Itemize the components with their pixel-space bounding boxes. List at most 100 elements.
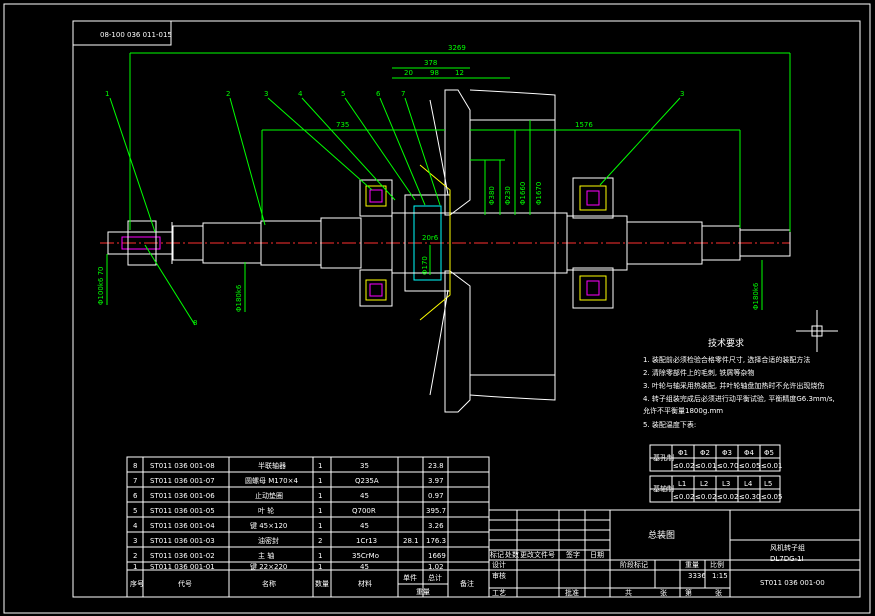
title-product: 风机转子组 bbox=[770, 543, 805, 552]
svg-text:ST011 036 001-08: ST011 036 001-08 bbox=[150, 462, 215, 470]
svg-text:油密封: 油密封 bbox=[258, 536, 279, 545]
tech-req-item-6: 5. 装配温度下表: bbox=[643, 420, 696, 429]
svg-text:序号: 序号 bbox=[130, 579, 144, 588]
tech-req-item-2: 2. 清除零部件上的毛刺, 铁屑等杂物 bbox=[643, 368, 754, 377]
svg-text:1: 1 bbox=[318, 552, 322, 560]
svg-text:重量: 重量 bbox=[685, 561, 699, 569]
fit-r1-v3: ≤0.70 bbox=[717, 462, 738, 470]
title-product-code: DL7DG-1I bbox=[770, 555, 804, 563]
dim-hub-note: 20r6 bbox=[422, 234, 439, 242]
title-drawing-no: ST011 036 001-00 bbox=[760, 579, 825, 587]
svg-text:圆螺母 M170×4: 圆螺母 M170×4 bbox=[245, 476, 298, 485]
callout-2: 2 bbox=[226, 90, 230, 98]
fit-table: 基孔制 Φ1 Φ2 Φ3 Φ4 Φ5 ≤0.02 ≤0.01 ≤0.70 ≤0.… bbox=[649, 444, 782, 503]
callout-3: 3 bbox=[264, 90, 268, 98]
svg-text:7: 7 bbox=[133, 477, 137, 485]
dim-dia-hub4: Φ1670 bbox=[535, 182, 543, 205]
bom-row-1: 1 ST011 036 001-01 键 22×220 1 45 1.02 bbox=[133, 562, 444, 571]
fit-r1-h2: Φ2 bbox=[700, 449, 710, 457]
bom-row-7: 7 ST011 036 001-07 圆螺母 M170×4 1 Q235A 3.… bbox=[133, 476, 444, 485]
svg-text:1: 1 bbox=[318, 507, 322, 515]
dim-overall: 3269 bbox=[448, 44, 466, 52]
title-scale: 1:15 bbox=[712, 572, 728, 580]
svg-text:张: 张 bbox=[660, 588, 667, 597]
svg-text:45: 45 bbox=[360, 563, 369, 571]
fit-r2-v2: ≤0.02 bbox=[695, 493, 716, 501]
svg-text:5: 5 bbox=[133, 507, 137, 515]
svg-text:批准: 批准 bbox=[565, 588, 579, 597]
svg-text:数量: 数量 bbox=[315, 579, 329, 588]
svg-text:ST011 036 001-02: ST011 036 001-02 bbox=[150, 552, 215, 560]
fit-r2-v5: ≤0.05 bbox=[761, 493, 782, 501]
svg-text:代号: 代号 bbox=[178, 579, 192, 588]
part-callouts: 1 2 3 4 5 6 7 3 8 bbox=[105, 90, 684, 327]
callout-5: 5 bbox=[341, 90, 345, 98]
svg-text:ST011 036 001-06: ST011 036 001-06 bbox=[150, 492, 215, 500]
fit-r2-h1: L1 bbox=[678, 480, 686, 488]
callout-6: 6 bbox=[376, 90, 381, 98]
svg-text:45: 45 bbox=[360, 492, 369, 500]
svg-text:23.8: 23.8 bbox=[428, 462, 444, 470]
dim-hub: 378 bbox=[424, 59, 437, 67]
svg-text:张: 张 bbox=[715, 588, 722, 597]
fit-r2-v3: ≤0.02 bbox=[717, 493, 738, 501]
svg-text:重量: 重量 bbox=[416, 588, 430, 596]
title-weight: 3336 bbox=[688, 572, 706, 580]
svg-text:35CrMo: 35CrMo bbox=[352, 552, 379, 560]
svg-text:材料: 材料 bbox=[358, 579, 372, 588]
svg-text:Q700R: Q700R bbox=[352, 507, 376, 515]
svg-text:签字: 签字 bbox=[566, 550, 580, 559]
svg-text:1669: 1669 bbox=[428, 552, 446, 560]
svg-text:阶段标记: 阶段标记 bbox=[620, 560, 648, 569]
tech-req-item-1: 1. 装配前必须检验合格零件尺寸, 选择合适的装配方法 bbox=[643, 355, 810, 364]
dim-12: 12 bbox=[455, 69, 464, 77]
svg-text:45: 45 bbox=[360, 522, 369, 530]
bom-row-2: 2 ST011 036 001-02 主 轴 1 35CrMo 1669 bbox=[133, 551, 446, 560]
fit-r1-h3: Φ3 bbox=[722, 449, 732, 457]
dim-right-length: 1576 bbox=[575, 121, 593, 129]
svg-text:单件: 单件 bbox=[403, 573, 417, 582]
dim-left-length: 735 bbox=[336, 121, 349, 129]
bom-row-4: 4 ST011 036 001-04 键 45×120 1 45 3.26 bbox=[133, 521, 444, 530]
svg-text:叶 轮: 叶 轮 bbox=[258, 506, 274, 515]
dim-dia-hub2: Φ230 bbox=[504, 186, 512, 205]
svg-text:标记: 标记 bbox=[490, 550, 504, 559]
svg-text:总计: 总计 bbox=[428, 573, 442, 582]
svg-text:1Cr13: 1Cr13 bbox=[356, 537, 377, 545]
outer-border bbox=[3, 3, 871, 614]
svg-text:6: 6 bbox=[133, 492, 138, 500]
fit-r1-h4: Φ4 bbox=[744, 449, 755, 457]
fit-r2-v1: ≤0.02 bbox=[673, 493, 694, 501]
svg-text:主 轴: 主 轴 bbox=[258, 551, 274, 560]
svg-text:日期: 日期 bbox=[590, 551, 604, 559]
title-drawing-name: 总装图 bbox=[648, 529, 675, 541]
svg-text:2: 2 bbox=[318, 537, 322, 545]
drawing-code-text: 08-100 036 011-015 bbox=[100, 31, 172, 39]
svg-text:3.97: 3.97 bbox=[428, 477, 444, 485]
svg-text:0.97: 0.97 bbox=[428, 492, 444, 500]
svg-text:比例: 比例 bbox=[710, 560, 724, 569]
fit-r2-h4: L4 bbox=[744, 480, 753, 488]
svg-text:ST011 036 001-04: ST011 036 001-04 bbox=[150, 522, 215, 530]
svg-text:395.7: 395.7 bbox=[426, 507, 446, 515]
svg-text:1.02: 1.02 bbox=[428, 563, 444, 571]
svg-text:28.1: 28.1 bbox=[403, 537, 419, 545]
svg-text:1: 1 bbox=[133, 563, 137, 571]
fit-r1-v5: ≤0.01 bbox=[761, 462, 782, 470]
bom-row-8: 8 ST011 036 001-08 半联轴器 1 35 23.8 bbox=[133, 461, 444, 470]
svg-text:审核: 审核 bbox=[492, 571, 506, 580]
fit-r1-v1: ≤0.02 bbox=[673, 462, 694, 470]
svg-text:ST011 036 001-05: ST011 036 001-05 bbox=[150, 507, 215, 515]
dimension-lines: 3269 378 20 98 12 735 1576 Φ380 Φ230 Φ16… bbox=[97, 44, 791, 312]
fit-row1-header: 基孔制 bbox=[653, 453, 674, 462]
svg-text:备注: 备注 bbox=[460, 579, 474, 588]
fit-r1-v4: ≤0.05 bbox=[739, 462, 760, 470]
callout-3-right: 3 bbox=[680, 90, 684, 98]
tech-req-item-3: 3. 叶轮与轴采用热装配, 并叶轮轴盘加热时不允许出现烧伤 bbox=[643, 381, 824, 390]
svg-text:1: 1 bbox=[318, 492, 322, 500]
dim-20: 20 bbox=[404, 69, 413, 77]
svg-text:2: 2 bbox=[133, 552, 137, 560]
svg-text:半联轴器: 半联轴器 bbox=[258, 461, 286, 470]
svg-text:1: 1 bbox=[318, 462, 322, 470]
